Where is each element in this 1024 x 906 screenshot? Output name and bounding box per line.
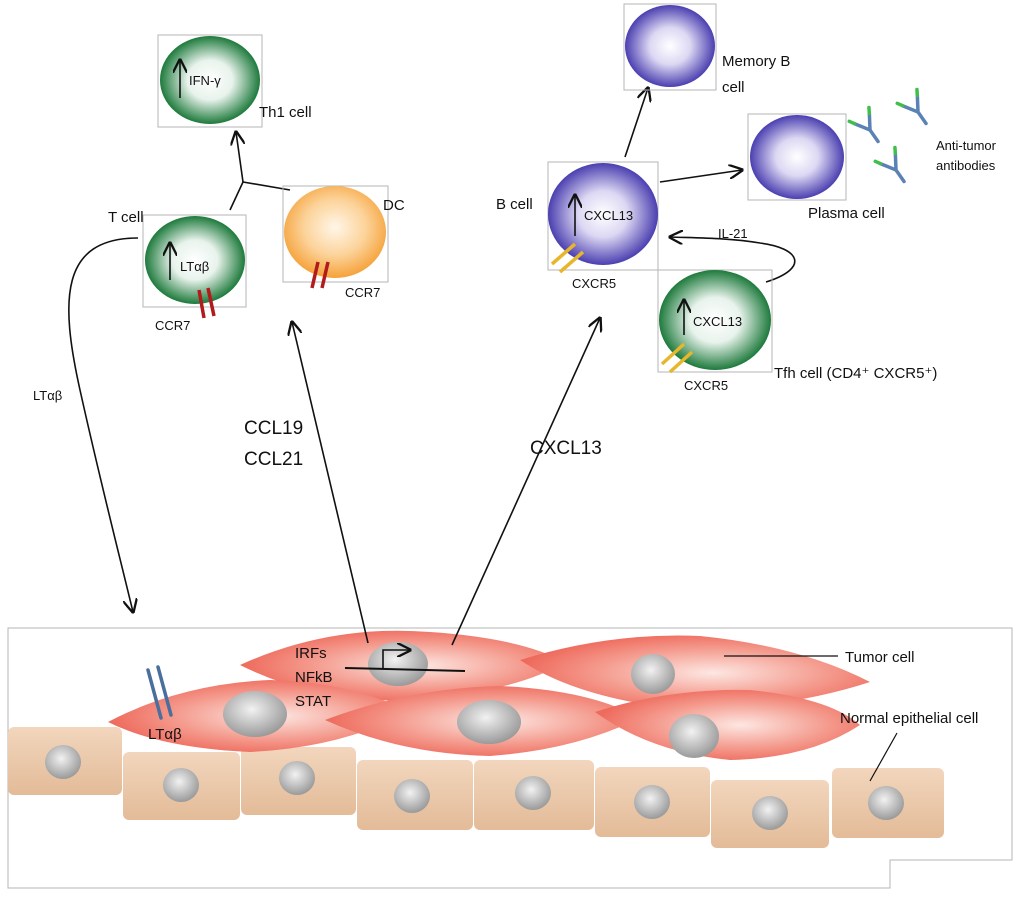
memory-b-arrow [624, 88, 648, 158]
tfh-receptor-label: CXCR5 [684, 378, 728, 393]
antibody-icon [873, 145, 906, 184]
nucleus [45, 745, 81, 779]
th1-cell: IFN-γ Th1 cell [157, 34, 312, 128]
tumor-cell [595, 689, 860, 760]
nucleus [394, 779, 430, 813]
tumor-nucleus [368, 642, 428, 686]
tfh-cell-body [659, 270, 771, 370]
tf-stat: STAT [295, 693, 331, 710]
ccr7-receptor-icon [320, 261, 330, 289]
th1-cell-body [160, 36, 260, 124]
ltab-loop-label: LTαβ [33, 388, 62, 403]
cxcr5-receptor-icon [558, 250, 585, 274]
memory-b-label-line2: cell [722, 79, 745, 96]
ccl21-label: CCL21 [244, 449, 303, 470]
normal-cell-label: Normal epithelial cell [840, 710, 978, 727]
plasma-body [750, 115, 844, 199]
tfh-cell: CXCL13 Tfh cell (CD4⁺ CXCR5⁺) CXCR5 [657, 269, 937, 393]
memory-b-cell: Memory B cell [623, 3, 790, 96]
tcell-dc-join [229, 181, 291, 211]
th1-arrow [236, 132, 243, 183]
tfh-label: Tfh cell (CD4⁺ CXCR5⁺) [774, 365, 937, 382]
cxcl13-signal-label: CXCL13 [530, 438, 602, 459]
cxcr5-receptor-icon [668, 350, 694, 374]
b-cell-receptor-label: CXCR5 [572, 276, 616, 291]
tfh-inner-label: CXCL13 [693, 314, 742, 329]
tumor-cell-label: Tumor cell [845, 649, 914, 666]
dc-body [284, 186, 386, 278]
dc-receptor-label: CCR7 [345, 285, 380, 300]
b-cell-inner-label: CXCL13 [584, 208, 633, 223]
nucleus [634, 785, 670, 819]
tumor-nucleus [223, 691, 287, 737]
ccr7-receptor-icon [206, 287, 216, 317]
nucleus [752, 796, 788, 830]
nucleus [163, 768, 199, 802]
plasma-arrow [659, 170, 742, 183]
tumor-nucleus [457, 700, 521, 744]
normal-cell-pointer [869, 732, 898, 782]
antibodies-group: Anti-tumor antibodies [847, 87, 997, 184]
tf-nfkb: NFkB [295, 669, 333, 686]
th1-label: Th1 cell [259, 104, 312, 121]
tumor-nucleus [669, 714, 719, 758]
tumor-cell [520, 635, 870, 710]
dc-label: DC [383, 197, 405, 214]
cxcl13-arrow [451, 318, 600, 646]
th1-inner-label: IFN-γ [189, 73, 221, 88]
il21-arrow [670, 237, 796, 283]
tumor-cells [108, 630, 870, 760]
tissue-section: IRFs NFkB STAT LTαβ Tumor cell Normal ep… [7, 627, 1013, 889]
t-cell-body [145, 216, 245, 304]
tissue-frame [7, 627, 1013, 889]
ccl19-label: CCL19 [244, 418, 303, 439]
cxcr5-receptor-icon [550, 242, 577, 266]
lt-receptor-icon [146, 665, 173, 720]
signal-arrows [68, 88, 796, 646]
nucleus [868, 786, 904, 820]
t-cell-receptor-label: CCR7 [155, 318, 190, 333]
cxcr5-receptor-icon [660, 342, 686, 366]
b-cell-body [548, 163, 658, 265]
lt-receptor-label: LTαβ [148, 726, 182, 743]
dendritic-cell: DC CCR7 [282, 185, 405, 300]
tumor-nucleus [631, 654, 675, 694]
b-cell-label: B cell [496, 196, 533, 213]
ltab-loop-arrow [68, 237, 138, 612]
antibody-icon [847, 105, 880, 144]
ccr7-receptor-icon [310, 261, 320, 289]
plasma-cell: Plasma cell [747, 113, 885, 222]
t-cell: LTαβ T cell CCR7 [108, 209, 247, 333]
antibodies-label-line1: Anti-tumor [936, 138, 997, 153]
antibody-icon [895, 87, 928, 126]
il21-label: IL-21 [718, 226, 748, 241]
tf-irfs: IRFs [295, 645, 327, 662]
gene-promoter-icon [344, 650, 466, 672]
nucleus [279, 761, 315, 795]
ccr7-receptor-icon [197, 289, 206, 319]
nucleus [515, 776, 551, 810]
ccl-arrow [292, 322, 369, 644]
t-cell-label: T cell [108, 209, 144, 226]
t-cell-inner-label: LTαβ [180, 259, 209, 274]
memory-b-body [625, 5, 715, 87]
antibodies-label-line2: antibodies [936, 158, 996, 173]
epithelial-cells [8, 727, 944, 848]
b-cell: CXCL13 B cell CXCR5 [496, 161, 659, 291]
plasma-label: Plasma cell [808, 205, 885, 222]
memory-b-label-line1: Memory B [722, 53, 790, 70]
